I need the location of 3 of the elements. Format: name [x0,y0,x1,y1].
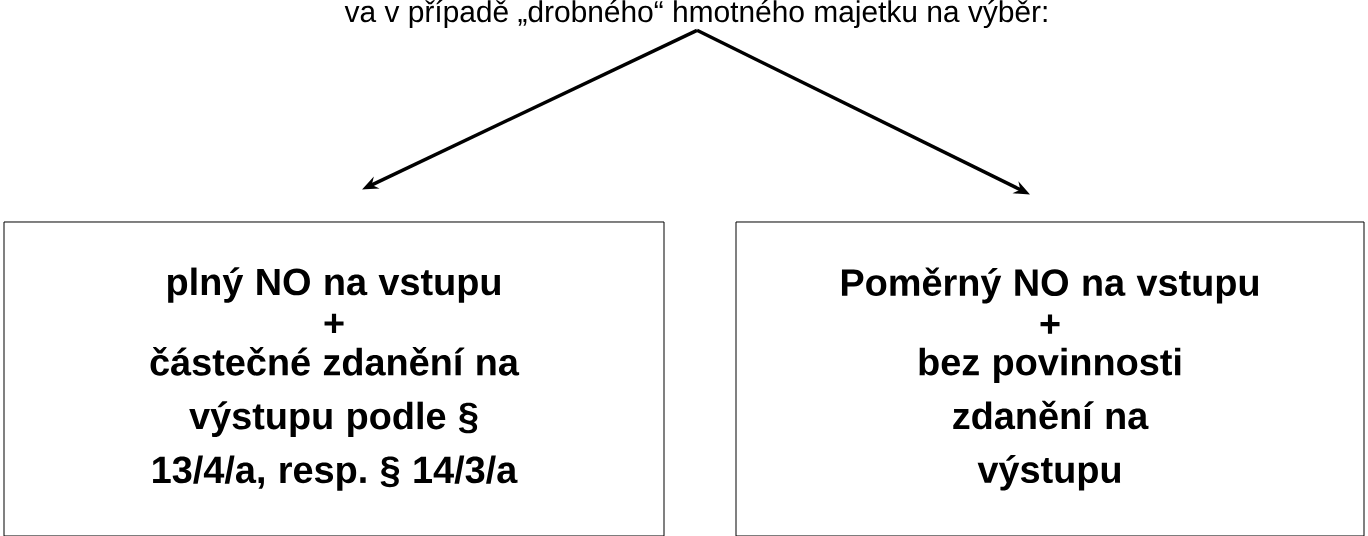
text-box: plný NO na vstupu + částečné zdanění na výstupu podle § 13/4/a, resp. § 14/3/a [3,221,665,536]
heading-text: va v případě „drobného“ hmotného majetku na výběr: [344,0,1047,29]
text-box: Poměrný NO na vstupu + bez povinnosti zdanění na výstupu [735,221,1365,536]
